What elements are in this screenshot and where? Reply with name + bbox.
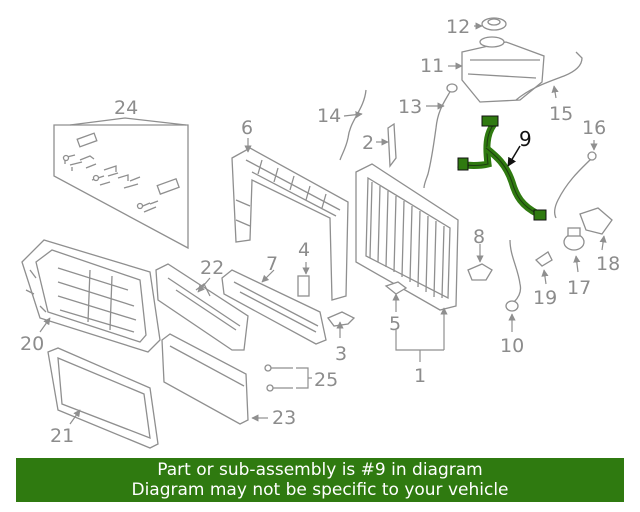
part-12-cap: [481, 17, 507, 31]
callout-2: 2: [362, 132, 374, 154]
part-17-valve: [563, 227, 585, 251]
part-20-air-deflector: [21, 239, 161, 353]
leader-lines: [39, 22, 607, 425]
callout-10: 10: [500, 335, 524, 357]
part-6-support-bracket: [231, 147, 349, 301]
part-15-hose: [515, 51, 583, 101]
callout-6: 6: [241, 117, 253, 139]
callout-11: 11: [420, 55, 444, 77]
part-10-lower-hose: [505, 239, 522, 312]
part-11-expansion-tank: [461, 36, 545, 103]
part-7-air-guide: [221, 269, 327, 345]
part-13-hose: [423, 83, 458, 189]
callout-3: 3: [335, 343, 347, 365]
part-19-clip: [534, 251, 553, 267]
part-22-upper-panel: [155, 263, 249, 351]
callout-1: 1: [414, 365, 426, 387]
callout-14: 14: [317, 105, 341, 127]
part-4-clip: [297, 275, 310, 297]
part-5-drain-plug: [384, 281, 408, 295]
callout-24: 24: [114, 97, 138, 119]
callout-7: 7: [266, 253, 278, 275]
callout-8: 8: [473, 226, 485, 248]
callout-17: 17: [567, 277, 591, 299]
callout-9: 9: [519, 127, 532, 151]
part-14-hose: [339, 89, 367, 161]
callout-5: 5: [389, 313, 401, 335]
callout-25: 25: [314, 369, 338, 391]
notice-banner: Part or sub-assembly is #9 in diagram Di…: [16, 458, 624, 502]
part-2-bracket: [387, 122, 397, 168]
callout-20: 20: [20, 333, 44, 355]
part-23-lower-panel: [161, 333, 249, 425]
part-21-lower-seal-frame: [47, 347, 159, 449]
callout-15: 15: [549, 103, 573, 125]
callout-16: 16: [582, 117, 606, 139]
callout-23: 23: [272, 407, 296, 429]
part-16-pipe: [554, 151, 597, 219]
part-8-connector: [467, 263, 493, 281]
part-9-coolant-hose: [457, 115, 547, 221]
part-24-hardware-kit: [53, 124, 189, 250]
part-25-screws: [264, 364, 293, 392]
notice-line-2: Diagram may not be specific to your vehi…: [131, 480, 509, 500]
part-18-bracket: [579, 207, 613, 235]
part-1-radiator: [355, 163, 459, 311]
callout-22: 22: [200, 257, 224, 279]
notice-line-1: Part or sub-assembly is #9 in diagram: [157, 460, 483, 480]
callout-21: 21: [50, 425, 74, 447]
callout-19: 19: [533, 287, 557, 309]
callout-labels: 1 2 3 4 5 6 7 8 9 10 11 12 13 14 15 16 1…: [20, 16, 620, 447]
callout-4: 4: [298, 239, 310, 261]
callout-13: 13: [398, 96, 422, 118]
callout-18: 18: [596, 253, 620, 275]
callout-12: 12: [446, 16, 470, 38]
part-3-bracket: [326, 311, 356, 327]
